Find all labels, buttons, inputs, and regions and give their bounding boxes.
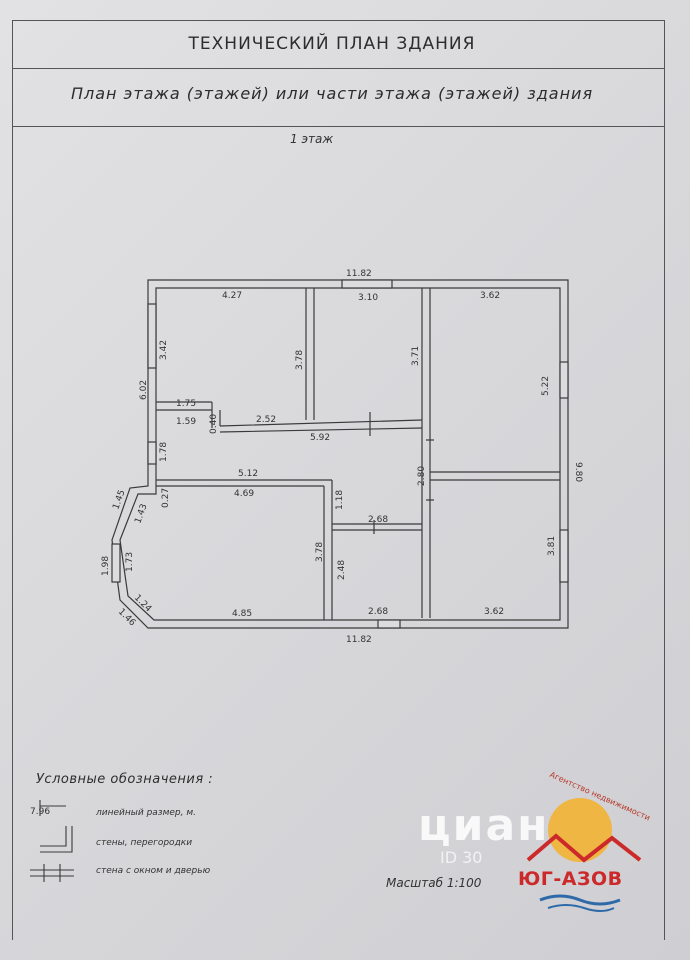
title-divider (12, 68, 664, 69)
dim-room-d-step: 0.27 (161, 488, 171, 508)
dim-left-mid: 1.78 (159, 442, 169, 462)
legend-symbols (30, 800, 74, 882)
document-subtitle: План этажа (этажей) или части этажа (эта… (70, 84, 594, 103)
logo-wave (539, 894, 621, 906)
dim-room-a-side: 3.42 (159, 340, 169, 360)
dim-bottom-total: 11.82 (346, 635, 372, 645)
partition-a-b (305, 288, 315, 420)
logo-sun (548, 798, 612, 862)
subtitle-divider (12, 126, 664, 127)
dim-top-total: 11.82 (346, 269, 372, 279)
agency-name: ЮГ-АЗОВ (518, 868, 623, 890)
dim-room-c-side: 5.22 (541, 376, 551, 396)
dim-right-total: 9.80 (573, 462, 583, 482)
dim-room-e-side: 2.48 (337, 560, 347, 580)
legend-item-dimension: линейный размер, м. (96, 808, 196, 818)
partition-d-e (323, 480, 333, 620)
legend-wall-symbol (40, 826, 73, 853)
dim-room-b-top: 3.10 (358, 293, 378, 303)
dim-hall-step: 0.40 (209, 414, 219, 434)
legend-opening-symbol (30, 864, 74, 882)
dim-room-d-right: 3.78 (315, 542, 325, 562)
agency-logo-graphic (526, 798, 642, 912)
window-left-upper (147, 303, 157, 369)
legend-item-openings: стена с окном и дверью (96, 866, 211, 876)
dim-room-f-side: 2.80 (417, 466, 427, 486)
dim-hall-seg2: 1.59 (176, 417, 196, 427)
window-bay (111, 543, 121, 583)
dim-room-b-right: 3.71 (411, 346, 421, 366)
dim-hall-seg3: 2.52 (256, 415, 276, 425)
partition-hall-top2 (219, 419, 423, 433)
window-bottom (377, 619, 401, 629)
window-right-lower (559, 529, 569, 583)
window-top (341, 279, 393, 289)
dim-bay-mid-out: 1.98 (101, 556, 111, 576)
dim-room-a-right: 3.78 (295, 350, 305, 370)
frame-right-border (664, 20, 665, 940)
dim-hall-seg1: 1.75 (176, 399, 196, 409)
partition-hall-top (156, 401, 221, 428)
frame-left-border (12, 20, 13, 940)
dim-hall-width: 5.92 (310, 433, 330, 443)
window-right-upper (559, 361, 569, 399)
logo-wave-2 (547, 904, 615, 912)
dim-bay-mid-in: 1.73 (125, 552, 135, 572)
partition-b-c (421, 288, 431, 618)
dim-room-d-bottom: 4.85 (232, 609, 252, 619)
dim-bay-upper-out: 1.45 (111, 489, 127, 511)
dim-room-c-top: 3.62 (480, 291, 500, 301)
opening-marks (111, 279, 569, 629)
dim-room-a-top: 4.27 (222, 291, 242, 301)
dim-room-g-side: 3.81 (547, 536, 557, 556)
watermark-brand: циан (418, 800, 550, 851)
dim-bay-upper-in: 1.43 (133, 503, 149, 525)
legend-dimension-symbol (39, 800, 66, 816)
dim-room-d-top: 4.69 (234, 489, 254, 499)
dim-corridor-step: 1.18 (335, 490, 345, 510)
dim-left-upper: 6.02 (139, 380, 149, 400)
dim-bay-lower-in: 1.24 (132, 593, 153, 614)
frame-top-border (12, 20, 664, 21)
watermark-id: ID 30 (440, 848, 483, 867)
dim-room-e-top: 2.68 (368, 515, 388, 525)
scale-label: Масштаб 1:100 (386, 876, 482, 890)
partition-e-top (332, 523, 422, 531)
legend-title: Условные обозначения : (36, 772, 214, 787)
outer-wall-inner (119, 287, 561, 621)
partition-c-g (430, 471, 560, 481)
partition-hall-bottom (156, 479, 332, 487)
document-title: ТЕХНИЧЕСКИЙ ПЛАН ЗДАНИЯ (188, 34, 476, 54)
dim-hall-bottom: 5.12 (238, 469, 258, 479)
dim-room-e-bottom: 2.68 (368, 607, 388, 617)
window-left-mid (147, 441, 157, 465)
legend-sample-value: 7.96 (30, 807, 50, 817)
dim-bay-lower-out: 1.46 (116, 607, 137, 628)
floor-label: 1 этаж (290, 132, 334, 146)
logo-house (526, 833, 642, 863)
wall-lines (111, 279, 569, 629)
dim-room-g-bottom: 3.62 (484, 607, 504, 617)
legend-item-walls: стены, перегородки (96, 838, 193, 848)
